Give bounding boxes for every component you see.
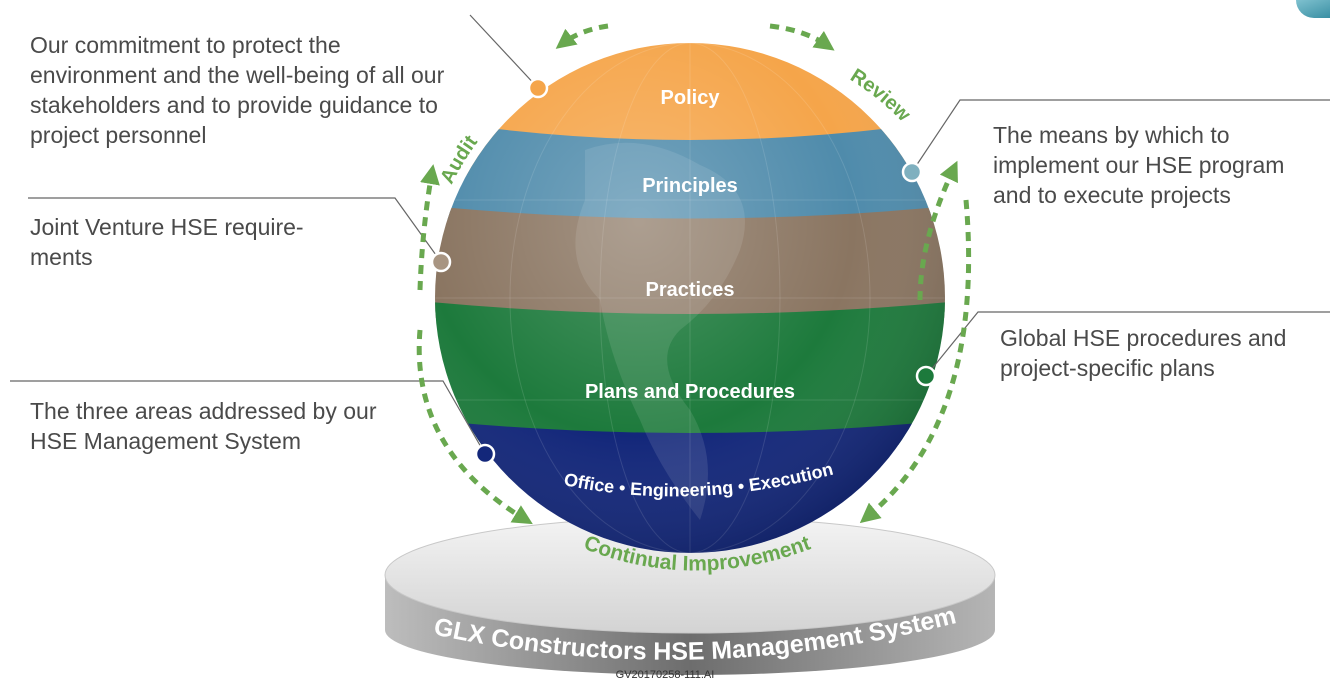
globe	[435, 43, 945, 553]
marker-principles	[901, 161, 923, 183]
layer-label-practices: Practices	[646, 279, 735, 301]
cycle-arrows	[416, 23, 972, 525]
callout-principles: The means by which to implement our HSE …	[993, 122, 1285, 208]
layer-label-principles: Principles	[642, 175, 738, 197]
file-id: GV20170258-111.AI	[615, 669, 715, 681]
callout-policy: Our commitment to protect the environmen…	[30, 32, 445, 148]
layer-label-policy: Policy	[661, 87, 721, 109]
callout-practices: Joint Venture HSE require-ments	[30, 214, 304, 270]
marker-plans	[915, 365, 937, 387]
corner-decoration	[1296, 0, 1330, 18]
leader-lines	[10, 14, 1330, 455]
layer-label-plans: Plans and Procedures	[585, 381, 795, 403]
callout-areas: The three areas addressed by our HSE Man…	[30, 398, 377, 454]
marker-areas	[474, 443, 496, 465]
marker-practices	[430, 251, 452, 273]
callout-plans: Global HSE procedures and project-specif…	[1000, 325, 1287, 381]
marker-policy	[527, 77, 549, 99]
